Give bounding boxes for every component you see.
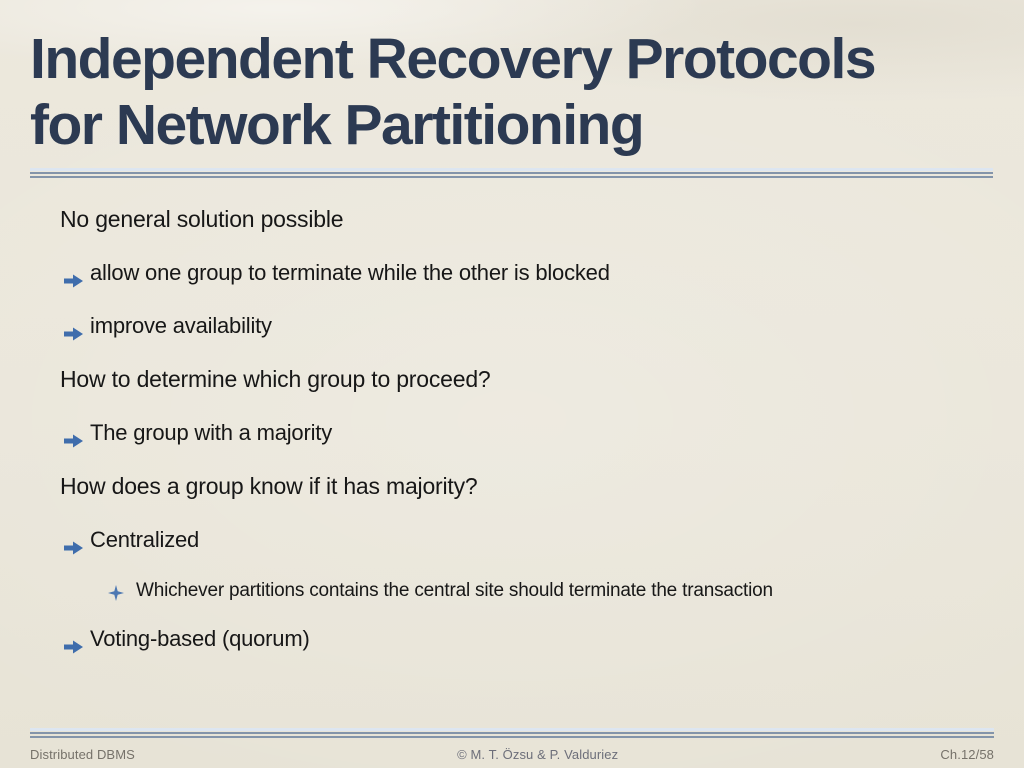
four-point-star-icon [108, 578, 136, 609]
dot-icon [30, 364, 60, 403]
page-title: Independent Recovery Protocols for Netwo… [30, 26, 1004, 158]
footer: Distributed DBMS © M. T. Özsu & P. Valdu… [30, 747, 994, 762]
bullet-text: The group with a majority [90, 420, 332, 445]
footer-copyright: © M. T. Özsu & P. Valduriez [457, 747, 619, 762]
footer-page-number: Ch.12/58 [940, 747, 994, 762]
arrow-right-icon [64, 624, 90, 662]
footer-divider [30, 728, 994, 738]
title-divider [30, 168, 993, 178]
arrow-right-icon [64, 311, 90, 349]
bullet-text: Centralized [90, 527, 200, 552]
bullet-item: How does a group know if it has majority… [30, 471, 1000, 510]
bullet-item: How to determine which group to proceed? [30, 364, 1000, 403]
arrow-right-icon [64, 525, 90, 563]
arrow-right-icon [64, 418, 90, 456]
bullet-text: Voting-based (quorum) [90, 626, 310, 651]
bullet-item: Whichever partitions contains the centra… [108, 578, 1000, 609]
arrow-right-icon [64, 258, 90, 296]
page-title-line-2: for Network Partitioning [30, 93, 645, 157]
bullet-item: No general solution possible [30, 204, 1000, 243]
bullet-item: improve availability [64, 311, 1000, 349]
bullet-text: Whichever partitions contains the centra… [136, 580, 773, 601]
bullet-item: allow one group to terminate while the o… [64, 258, 1000, 296]
bullet-text: allow one group to terminate while the o… [90, 260, 610, 285]
bullet-item: The group with a majority [64, 418, 1000, 456]
bullet-item: Voting-based (quorum) [64, 624, 1000, 662]
bullet-text: How does a group know if it has majority… [60, 473, 478, 499]
bullet-text: No general solution possible [60, 206, 344, 232]
dot-icon [30, 471, 60, 510]
footer-book-title: Distributed DBMS [30, 747, 135, 762]
bullet-list: No general solution possible allow one g… [30, 204, 1000, 677]
bullet-item: Centralized [64, 525, 1000, 563]
bullet-text: How to determine which group to proceed? [60, 366, 491, 392]
dot-icon [30, 204, 60, 243]
bullet-text: improve availability [90, 313, 272, 338]
page-title-line-1: Independent Recovery Protocols [30, 27, 877, 91]
